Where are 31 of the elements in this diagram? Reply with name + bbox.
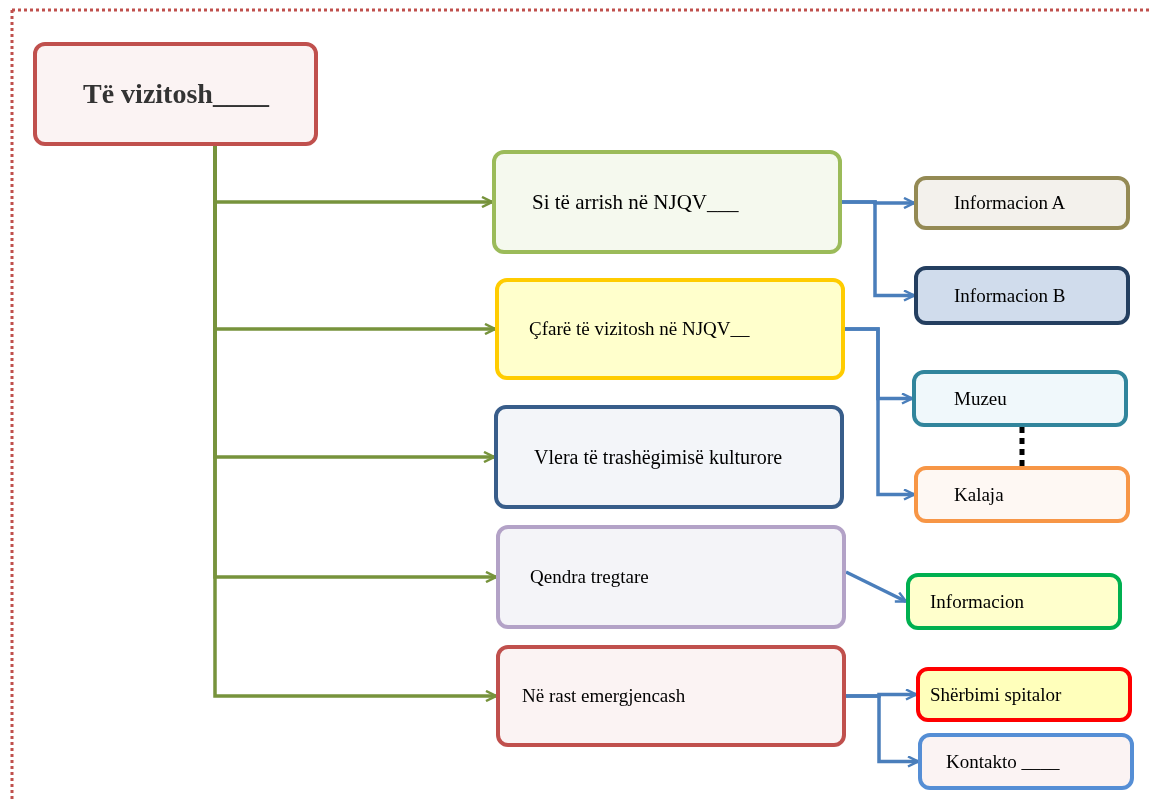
box-label: Muzeu bbox=[954, 387, 1007, 410]
box-label: Shërbimi spitalor bbox=[930, 683, 1062, 706]
box-label: Çfarë të vizitosh në NJQV__ bbox=[529, 318, 750, 340]
box-label: Të vizitosh____ bbox=[83, 78, 269, 110]
topic-box bbox=[496, 645, 846, 747]
box-label: Kalaja bbox=[954, 483, 1004, 506]
title-box bbox=[33, 42, 318, 146]
topic-box bbox=[918, 733, 1134, 790]
box-label: Në rast emergjencash bbox=[522, 685, 686, 707]
topic-box bbox=[912, 370, 1128, 427]
box-label: Vlera të trashëgimisë kulturore bbox=[534, 445, 783, 469]
box-label: Informacion bbox=[930, 590, 1024, 613]
box-label: Si të arrish në NJQV___ bbox=[532, 189, 739, 215]
topic-box bbox=[494, 405, 844, 509]
box-label: Kontakto ____ bbox=[946, 750, 1060, 773]
topic-box bbox=[495, 278, 845, 380]
topic-box bbox=[914, 176, 1130, 230]
topic-box bbox=[496, 525, 846, 629]
box-label: Qendra tregtare bbox=[530, 566, 649, 588]
topic-box bbox=[906, 573, 1122, 630]
arrow bbox=[842, 200, 916, 302]
topic-box bbox=[492, 150, 842, 254]
dotted-connector bbox=[1019, 427, 1025, 466]
arrow bbox=[845, 327, 916, 501]
box-label: Informacion B bbox=[954, 284, 1066, 307]
arrow bbox=[845, 570, 908, 604]
arrow bbox=[846, 694, 920, 768]
topic-box bbox=[916, 667, 1132, 722]
topic-box bbox=[914, 466, 1130, 523]
topic-box bbox=[914, 266, 1130, 325]
box-label: Informacion A bbox=[954, 192, 1066, 214]
